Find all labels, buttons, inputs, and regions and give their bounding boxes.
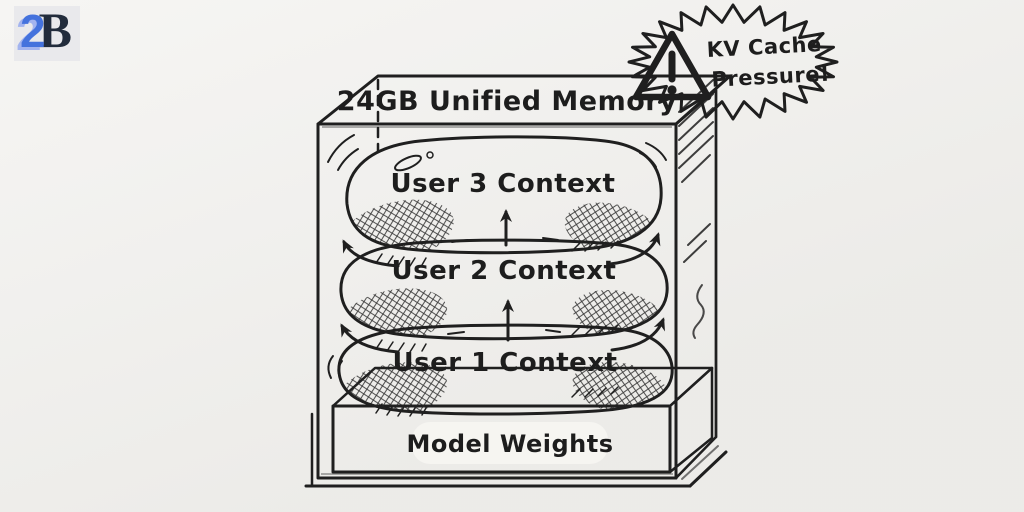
growth-arrow-right-lower — [610, 317, 665, 352]
logo: 2 B — [14, 2, 80, 61]
context-pillow-user1: User 1 Context — [337, 323, 674, 416]
burst-shape — [627, 3, 839, 121]
logo-letter: B — [38, 2, 72, 58]
base-right-face — [668, 366, 714, 474]
context-pillow-user3: User 3 Context — [345, 135, 663, 255]
warning-triangle-icon — [632, 30, 712, 101]
context-label-user2: User 2 Context — [392, 256, 617, 286]
pillow-shine — [394, 154, 422, 172]
context-pillow-user2: User 2 Context — [339, 238, 669, 341]
model-weights-base: Model Weights — [331, 366, 714, 474]
box-outer-outline — [304, 88, 728, 488]
warning-burst: KV Cache Pressure! — [627, 3, 839, 121]
logo-digit: 2 — [20, 5, 46, 57]
growth-arrow-left-lower — [340, 323, 400, 354]
box-side-face — [674, 79, 718, 480]
motion-lines — [327, 134, 667, 379]
base-label-plate — [412, 422, 608, 464]
context-label-user1: User 1 Context — [393, 348, 618, 378]
context-label-user3: User 3 Context — [391, 169, 616, 199]
growth-arrow-right-upper — [608, 232, 661, 266]
side-face-squiggle — [692, 284, 705, 339]
memory-box-title: 24GB Unified Memory — [337, 86, 677, 117]
growth-arrow-left-upper — [342, 239, 400, 268]
warning-text-line1: KV Cache — [706, 32, 822, 62]
model-weights-label: Model Weights — [406, 430, 613, 458]
growth-arrows — [340, 209, 665, 354]
